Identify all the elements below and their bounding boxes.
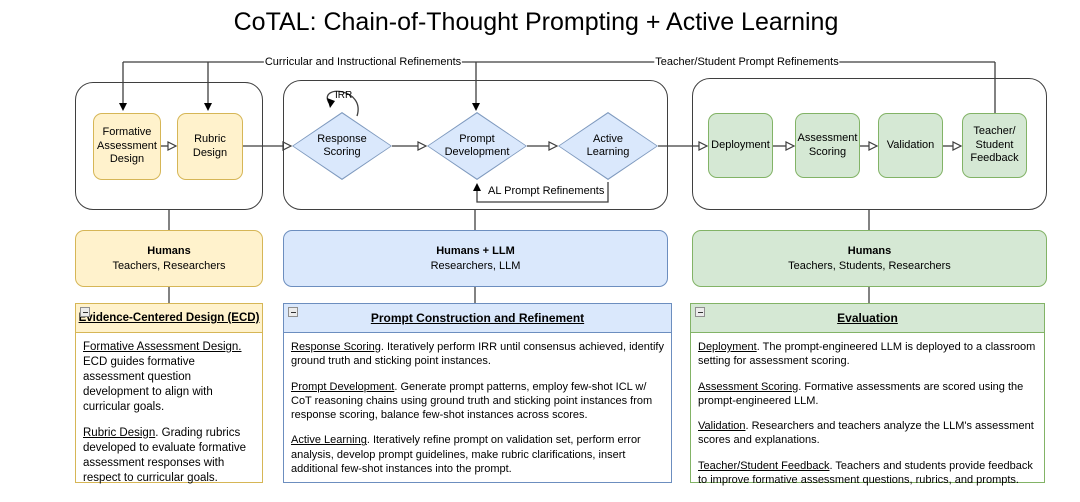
node-validation: Validation [878,113,943,178]
panel-item: Validation. Researchers and teachers ana… [698,420,1034,447]
panel-item: Prompt Development. Generate prompt patt… [291,380,653,422]
actors-title: Humans [147,244,191,257]
actors-title: Humans + LLM [436,244,515,257]
actors-band-prompt: Humans + LLM Researchers, LLM [283,230,668,287]
node-assessment-scoring: Assessment Scoring [795,113,860,178]
node-teacher-student-feedback: Teacher/ Student Feedback [962,113,1027,178]
teacher-student-refinements-label: Teacher/Student Prompt Refinements [654,56,840,68]
panel-body-prompt: Response Scoring. Iteratively perform IR… [284,333,671,476]
irr-label: IRR [335,90,353,101]
panel-evaluation: Evaluation Deployment. The prompt-engine… [690,303,1045,486]
panel-ecd: Evidence-Centered Design (ECD) Formative… [75,303,263,485]
panel-item: Assessment Scoring. Formative assessment… [698,380,1024,407]
node-active-learning: Active Learning [558,112,658,180]
node-deployment: Deployment [708,113,773,178]
curricular-refinements-label: Curricular and Instructional Refinements [263,56,463,68]
panel-heading-evaluation: Evaluation [691,304,1044,333]
al-prompt-refinements-label: AL Prompt Refinements [486,185,607,197]
panel-heading-prompt: Prompt Construction and Refinement [284,304,671,333]
actors-subtitle: Teachers, Researchers [112,259,226,272]
page-title: CoTAL: Chain-of-Thought Prompting + Acti… [233,8,839,36]
node-formative-assessment-design: Formative Assessment Design [93,113,161,180]
actors-subtitle: Researchers, LLM [430,259,521,272]
actors-band-ecd: Humans Teachers, Researchers [75,230,263,287]
actors-band-evaluation: Humans Teachers, Students, Researchers [692,230,1047,287]
panel-item: Deployment. The prompt-engineered LLM is… [698,341,1036,368]
panel-item: Active Learning. Iteratively refine prom… [291,434,641,476]
panel-item: Rubric Design. Grading rubrics developed… [83,426,247,484]
node-prompt-development: Prompt Development [427,112,527,180]
actors-subtitle: Teachers, Students, Researchers [788,259,951,272]
phase-frame-evaluation [692,78,1047,210]
collapse-icon[interactable] [288,307,298,317]
collapse-icon[interactable] [695,307,705,317]
panel-item: Response Scoring. Iteratively perform IR… [291,341,664,368]
node-response-scoring: Response Scoring [292,112,392,180]
panel-body-evaluation: Deployment. The prompt-engineered LLM is… [691,333,1044,487]
phase-frame-prompt [283,80,668,210]
panel-prompt-construction: Prompt Construction and Refinement Respo… [283,303,672,483]
panel-item: Formative Assessment Design. ECD guides … [83,341,242,413]
phase-frame-ecd [75,82,263,210]
actors-title: Humans [847,244,892,257]
node-rubric-design: Rubric Design [177,113,243,180]
collapse-icon[interactable] [80,307,90,317]
panel-heading-ecd: Evidence-Centered Design (ECD) [76,304,262,333]
panel-body-ecd: Formative Assessment Design. ECD guides … [76,333,262,485]
panel-item: Teacher/Student Feedback. Teachers and s… [698,459,1033,487]
